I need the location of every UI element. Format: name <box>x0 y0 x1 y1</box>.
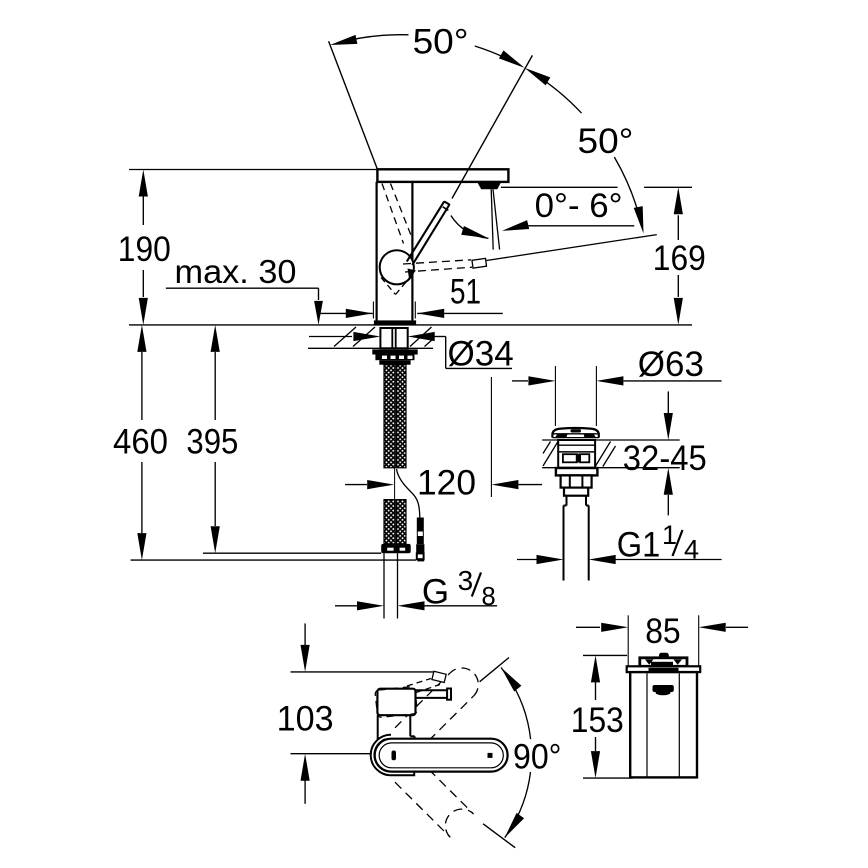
svg-text:1: 1 <box>662 520 677 550</box>
svg-text:395: 395 <box>186 422 238 461</box>
svg-text:max. 30: max. 30 <box>175 254 297 291</box>
svg-text:460: 460 <box>113 422 168 461</box>
svg-text:120: 120 <box>417 464 476 503</box>
svg-text:G1: G1 <box>617 526 661 565</box>
svg-text:85: 85 <box>645 612 681 651</box>
svg-text:153: 153 <box>571 701 624 740</box>
svg-text:32-45: 32-45 <box>623 439 707 478</box>
svg-text:50°: 50° <box>413 22 469 61</box>
svg-text:4: 4 <box>684 535 699 565</box>
svg-text:3: 3 <box>458 565 474 596</box>
svg-text:50°: 50° <box>578 122 634 161</box>
svg-text:169: 169 <box>653 239 706 278</box>
svg-text:0°- 6°: 0°- 6° <box>535 187 623 225</box>
svg-text:Ø63: Ø63 <box>638 345 704 384</box>
svg-text:90°: 90° <box>513 738 562 777</box>
svg-text:103: 103 <box>277 699 334 738</box>
svg-text:Ø34: Ø34 <box>448 335 514 374</box>
svg-text:8: 8 <box>482 583 496 611</box>
svg-text:190: 190 <box>118 230 171 269</box>
svg-text:G: G <box>422 572 449 611</box>
svg-text:51: 51 <box>450 273 481 312</box>
